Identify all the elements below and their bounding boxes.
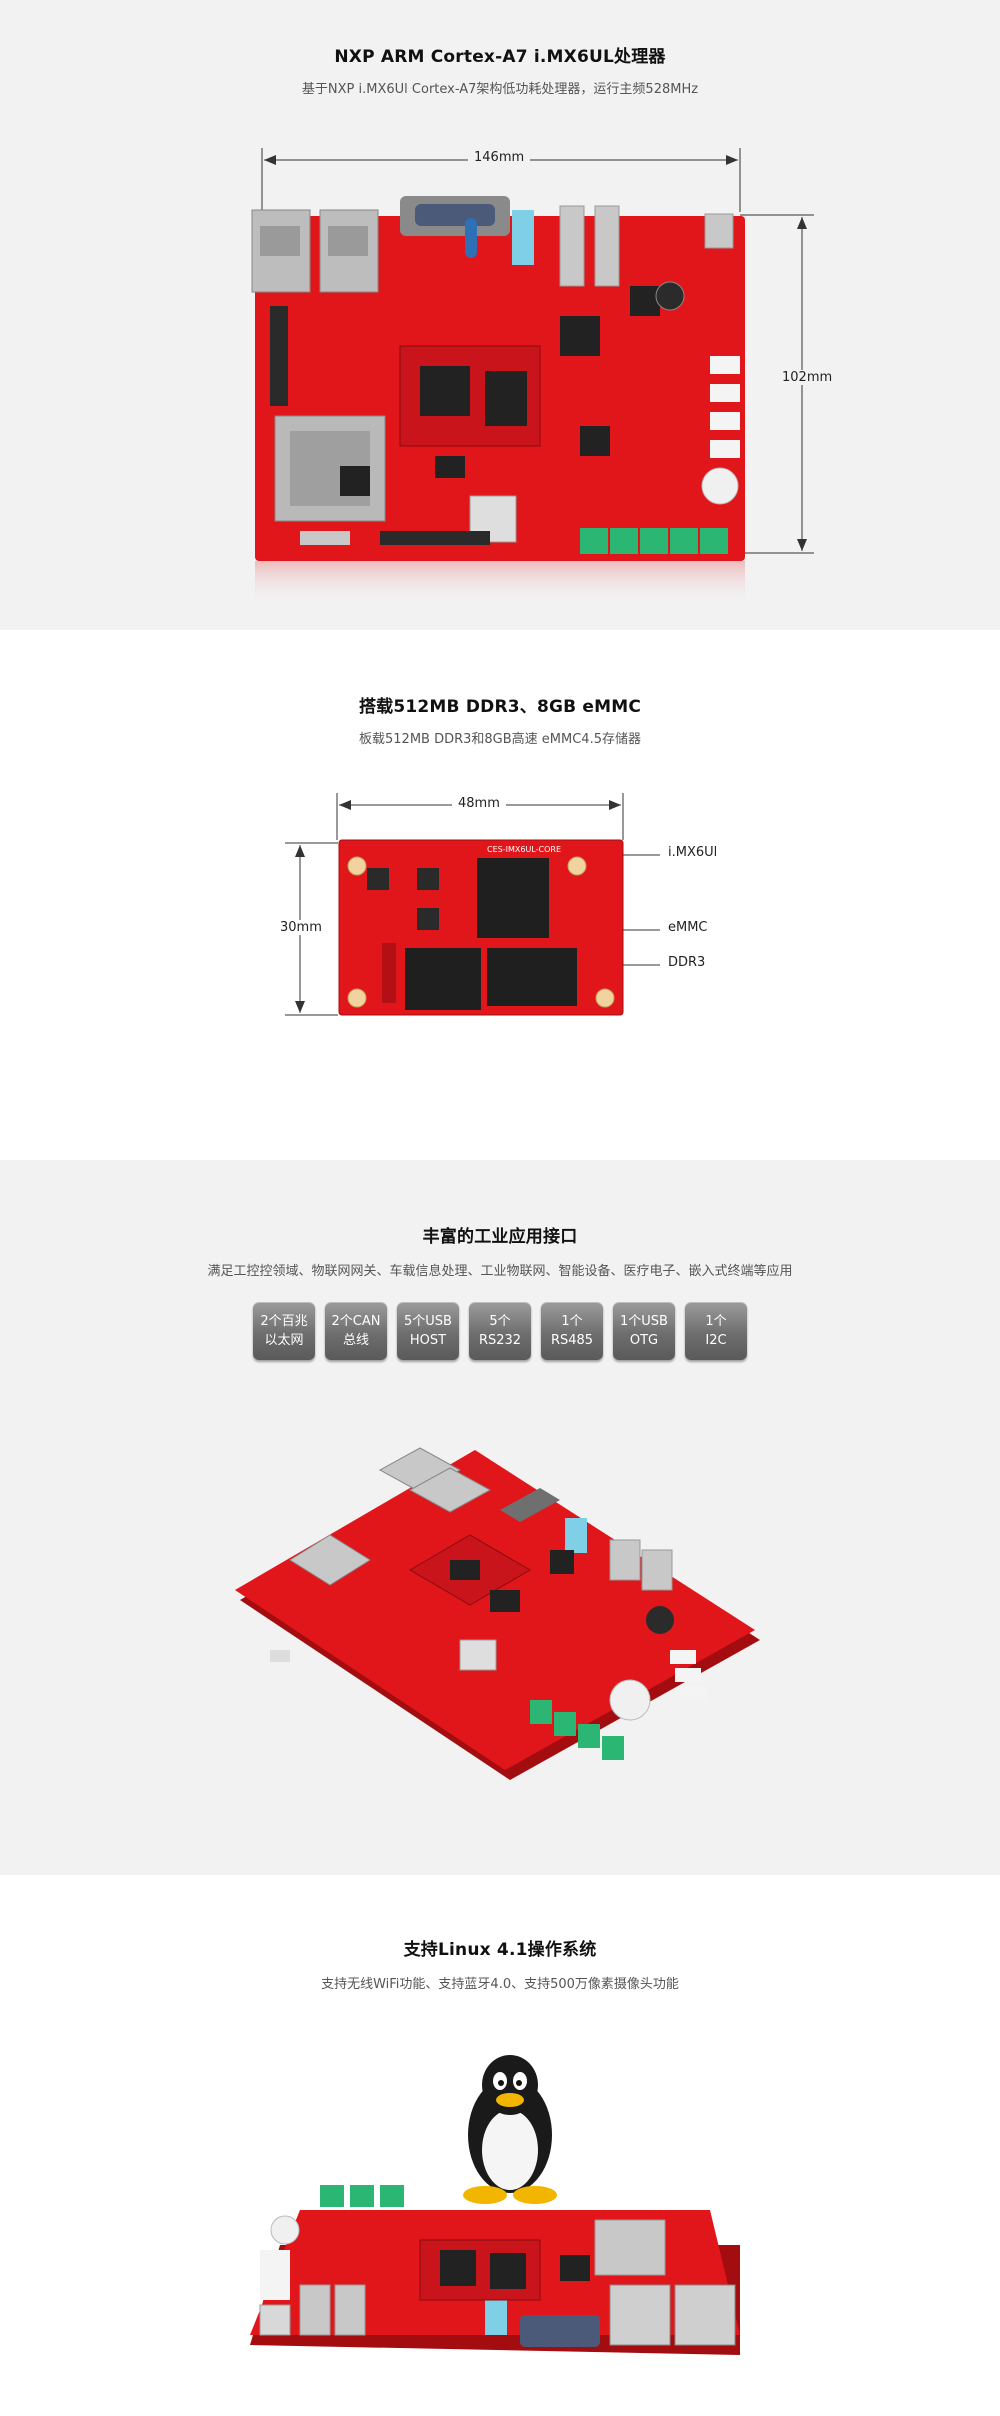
section-subtitle: 基于NXP i.MX6Ul Cortex-A7架构低功耗处理器，运行主频528M… [301, 82, 699, 97]
width-label: 48mm [452, 796, 506, 811]
height-label: 30mm [274, 920, 328, 935]
badge-line: RS232 [478, 1333, 522, 1348]
callout-ddr3: DDR3 [668, 955, 706, 970]
section-processor: NXP ARM Cortex-A7 i.MX6UL处理器 基于NXP i.MX6… [0, 0, 1000, 630]
section-title: 搭载512MB DDR3、8GB eMMC [358, 697, 642, 717]
section-interfaces: 丰富的工业应用接口 满足工控控领域、物联网网关、车载信息处理、工业物联网、智能设… [0, 1160, 1000, 1875]
board-perspective-image [235, 1447, 760, 1780]
badge-usb-host: 5个USB HOST [397, 1302, 459, 1360]
height-label: 102mm [776, 370, 839, 385]
badge-line: 1个USB [620, 1314, 668, 1329]
section-title: 丰富的工业应用接口 [422, 1227, 578, 1247]
section-title: 支持Linux 4.1操作系统 [403, 1940, 597, 1960]
badge-line: 5个 [489, 1314, 511, 1329]
badge-line: 以太网 [264, 1333, 304, 1348]
callout-emmc: eMMC [668, 920, 708, 935]
board-top-view-image [251, 196, 745, 606]
callout-cpu: i.MX6Ul [668, 845, 718, 860]
section-subtitle: 支持无线WiFi功能、支持蓝牙4.0、支持500万像素摄像头功能 [321, 1977, 679, 1992]
module-silkscreen: CES-IMX6UL-CORE [487, 845, 561, 854]
badge-line: HOST [409, 1333, 447, 1348]
section-memory: 搭载512MB DDR3、8GB eMMC 板载512MB DDR3和8GB高速… [0, 630, 1000, 1160]
section-subtitle: 满足工控控领域、物联网网关、车载信息处理、工业物联网、智能设备、医疗电子、嵌入式… [207, 1264, 793, 1279]
badge-line: 1个 [705, 1314, 727, 1329]
badge-line: 5个USB [404, 1314, 452, 1329]
badge-usb-otg: 1个USB OTG [613, 1302, 675, 1360]
badge-line: 总线 [342, 1333, 369, 1348]
badge-line: RS485 [550, 1333, 594, 1348]
badge-line: 2个百兆 [260, 1314, 308, 1329]
badge-can: 2个CAN 总线 [325, 1302, 387, 1360]
section-linux: 支持Linux 4.1操作系统 支持无线WiFi功能、支持蓝牙4.0、支持500… [0, 1875, 1000, 2416]
interface-badges: 2个百兆 以太网 2个CAN 总线 5个USB HOST 5个 RS232 1个… [253, 1302, 747, 1360]
section-title: NXP ARM Cortex-A7 i.MX6UL处理器 [334, 47, 666, 67]
core-module-image: CES-IMX6UL-CORE [338, 839, 624, 1016]
badge-line: 1个 [561, 1314, 583, 1329]
badge-line: OTG [629, 1333, 659, 1348]
board-with-tux-image [250, 2055, 740, 2355]
section-subtitle: 板载512MB DDR3和8GB高速 eMMC4.5存储器 [359, 732, 641, 747]
badge-rs485: 1个 RS485 [541, 1302, 603, 1360]
badge-rs232: 5个 RS232 [469, 1302, 531, 1360]
badge-line: I2C [705, 1333, 727, 1348]
badge-line: 2个CAN [331, 1314, 381, 1329]
badge-i2c: 1个 I2C [685, 1302, 747, 1360]
badge-ethernet: 2个百兆 以太网 [253, 1302, 315, 1360]
width-label: 146mm [468, 150, 531, 165]
